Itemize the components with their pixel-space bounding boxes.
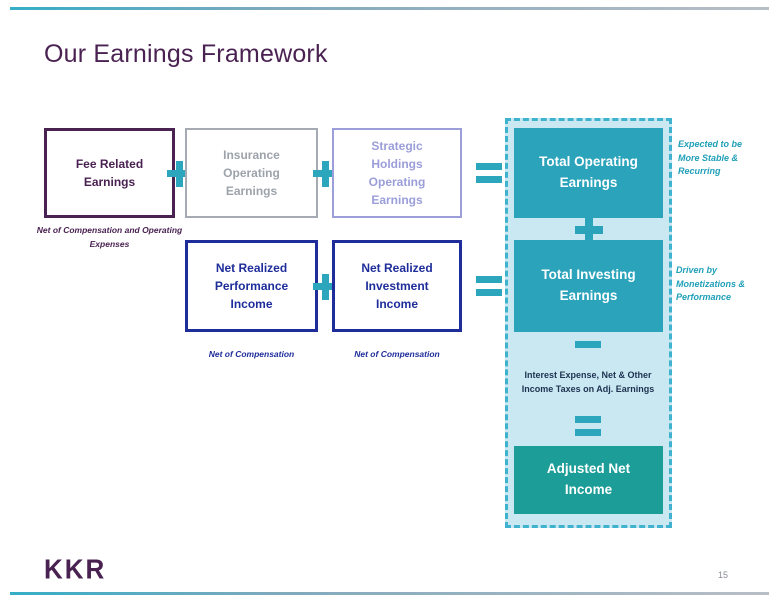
caption-net-of-comp-opex: Net of Compensation and Operating Expens… bbox=[36, 225, 183, 249]
box-total-investing-earnings: Total Investing Earnings bbox=[514, 240, 663, 332]
box-net-realized-investment-income: Net Realized Investment Income bbox=[332, 240, 462, 332]
box-label: Fee Related Earnings bbox=[75, 157, 144, 189]
equals-icon bbox=[476, 163, 502, 183]
kkr-logo: KKR bbox=[44, 553, 107, 585]
top-rule bbox=[10, 7, 769, 10]
box-label: Insurance Operating Earnings bbox=[223, 148, 280, 198]
bottom-rule bbox=[10, 592, 769, 595]
box-total-operating-earnings: Total Operating Earnings bbox=[514, 128, 663, 218]
plus-icon bbox=[313, 161, 339, 187]
box-fee-related-earnings: Fee Related Earnings bbox=[44, 128, 175, 218]
box-adjusted-net-income: Adjusted Net Income bbox=[514, 446, 663, 514]
plus-icon bbox=[313, 274, 339, 300]
box-label: Total Investing Earnings bbox=[541, 267, 636, 303]
caption-net-of-compensation: Net of Compensation bbox=[208, 349, 295, 359]
plus-icon bbox=[575, 216, 603, 244]
box-strategic-holdings-operating-earnings: Strategic Holdings Operating Earnings bbox=[332, 128, 462, 218]
box-label: Net Realized Investment Income bbox=[361, 261, 433, 311]
page-title: Our Earnings Framework bbox=[44, 40, 328, 68]
box-net-realized-performance-income: Net Realized Performance Income bbox=[185, 240, 318, 332]
equals-icon bbox=[476, 276, 502, 296]
plus-icon bbox=[167, 161, 193, 187]
box-label: Net Realized Performance Income bbox=[214, 261, 289, 311]
annotation-stable-recurring: Expected to be More Stable & Recurring bbox=[678, 139, 743, 176]
page-number: 15 bbox=[718, 570, 729, 580]
minus-icon bbox=[575, 341, 601, 348]
box-label: Total Operating Earnings bbox=[539, 154, 638, 190]
annotation-driven-by-monetizations: Driven by Monetizations & Performance bbox=[676, 265, 745, 302]
equals-icon bbox=[575, 416, 601, 436]
deduction-note: Interest Expense, Net & Other Income Tax… bbox=[521, 370, 655, 395]
box-insurance-operating-earnings: Insurance Operating Earnings bbox=[185, 128, 318, 218]
caption-net-of-compensation: Net of Compensation bbox=[354, 349, 440, 359]
box-label: Adjusted Net Income bbox=[546, 461, 631, 497]
box-label: Strategic Holdings Operating Earnings bbox=[368, 139, 426, 207]
